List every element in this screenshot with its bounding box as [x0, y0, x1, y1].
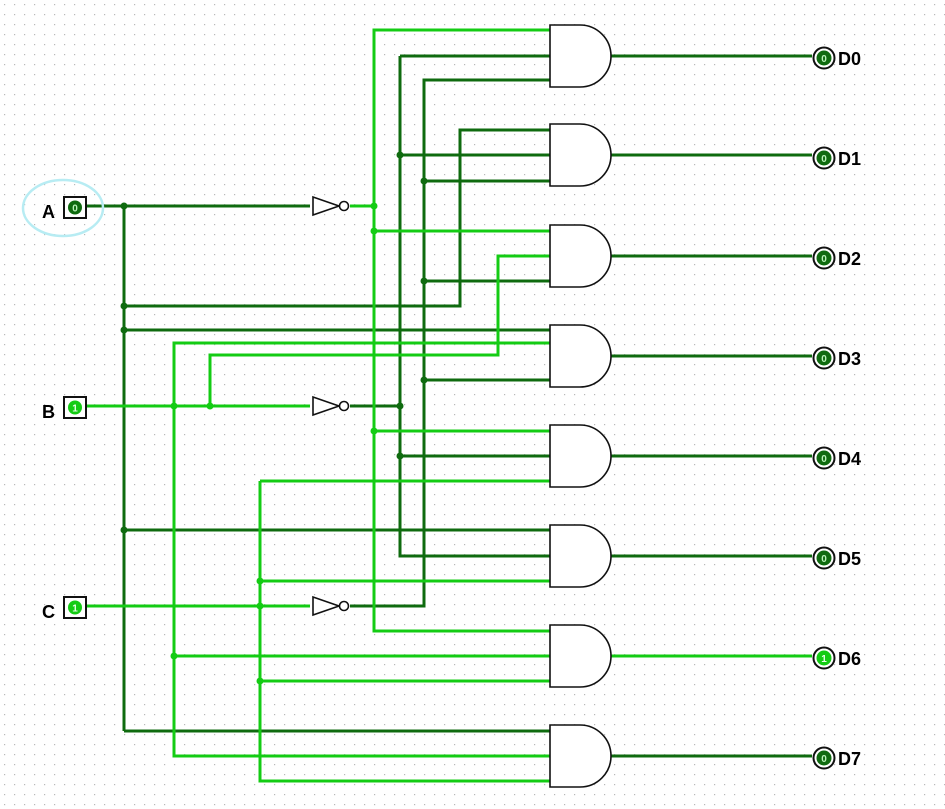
input-value-b: 1	[72, 404, 78, 415]
wire-b-g2	[208, 254, 550, 406]
output-pin-d4[interactable]: 0 D4	[812, 446, 862, 470]
not-gate-a[interactable]	[312, 195, 350, 217]
junction-dot	[420, 177, 428, 185]
output-label-d0: D0	[838, 49, 861, 69]
output-value-d7: 0	[821, 754, 827, 765]
junction-dot	[420, 376, 428, 384]
output-led-d3	[816, 350, 832, 366]
junction-dot	[420, 277, 428, 285]
output-label-d5: D5	[838, 549, 861, 569]
output-pin-d7[interactable]: 0 D7	[812, 746, 862, 770]
input-led-a	[68, 200, 82, 215]
and-gate-6[interactable]	[549, 624, 612, 688]
output-label-d7: D7	[838, 749, 861, 769]
not-gate-c[interactable]	[312, 595, 350, 617]
junction-dot	[256, 602, 264, 610]
input-label-a: A	[42, 202, 55, 222]
output-label-d2: D2	[838, 249, 861, 269]
output-led-d0	[816, 50, 832, 66]
input-pin-a[interactable]: A 0	[42, 196, 87, 222]
junction-dot	[396, 402, 404, 410]
and-gate-1[interactable]	[549, 123, 612, 187]
output-value-d0: 0	[821, 54, 827, 65]
and-gates	[549, 24, 612, 788]
input-label-c: C	[42, 602, 55, 622]
output-value-d1: 0	[821, 154, 827, 165]
not-gate-b[interactable]	[312, 395, 350, 417]
wire-nota	[350, 28, 550, 208]
junction-dot	[370, 227, 378, 235]
output-pin-d5[interactable]: 0 D5	[812, 546, 862, 570]
output-label-d6: D6	[838, 649, 861, 669]
junction-dot	[256, 677, 264, 685]
output-pin-d6[interactable]: 1 D6	[812, 646, 862, 670]
and-gate-7[interactable]	[549, 724, 612, 788]
input-value-a: 0	[72, 204, 78, 215]
output-value-d5: 0	[821, 554, 827, 565]
junction-dot	[396, 151, 404, 159]
output-pin-d1[interactable]: 0 D1	[812, 146, 862, 170]
junction-dot	[396, 452, 404, 460]
and-gate-5[interactable]	[549, 524, 612, 588]
junction-dot	[120, 202, 128, 210]
output-label-d1: D1	[838, 149, 861, 169]
output-value-d3: 0	[821, 354, 827, 365]
junction-dots	[120, 151, 428, 685]
and-gate-2[interactable]	[549, 224, 612, 288]
output-value-d2: 0	[821, 254, 827, 265]
input-pin-c[interactable]: C 1	[42, 596, 87, 622]
junction-dot	[206, 402, 214, 410]
input-pin-b[interactable]: B 1	[42, 396, 87, 422]
output-pin-d3[interactable]: 0 D3	[812, 346, 862, 370]
wire-a-to-g1	[124, 128, 550, 308]
output-value-d6: 1	[821, 654, 827, 665]
output-label-d4: D4	[838, 449, 861, 469]
junction-dot	[370, 202, 378, 210]
junction-dot	[170, 402, 178, 410]
wires-low	[86, 54, 812, 758]
output-led-d7	[816, 750, 832, 766]
output-led-d6	[816, 650, 832, 666]
junction-dot	[120, 526, 128, 534]
output-led-d2	[816, 250, 832, 266]
output-pin-d2[interactable]: 0 D2	[812, 246, 862, 270]
output-led-d1	[816, 150, 832, 166]
wire-b-g3	[172, 341, 550, 406]
input-led-b	[68, 400, 82, 415]
input-value-c: 1	[72, 604, 78, 615]
input-led-c	[68, 600, 82, 615]
and-gate-4[interactable]	[549, 424, 612, 488]
selection-ring	[21, 178, 105, 238]
and-gate-0[interactable]	[549, 24, 612, 88]
junction-dot	[256, 577, 264, 585]
input-label-b: B	[42, 402, 55, 422]
output-pin-d0[interactable]: 0 D0	[812, 46, 862, 70]
wire-b-down	[172, 406, 550, 758]
output-led-d5	[816, 550, 832, 566]
junction-dot	[120, 326, 128, 334]
junction-dot	[170, 652, 178, 660]
wire-nota-down	[372, 206, 550, 633]
wires-high	[86, 28, 812, 783]
not-gates	[312, 195, 350, 617]
junction-dot	[370, 427, 378, 435]
junction-dot	[120, 302, 128, 310]
output-value-d4: 0	[821, 454, 827, 465]
and-gate-3[interactable]	[549, 324, 612, 388]
output-led-d4	[816, 450, 832, 466]
output-label-d3: D3	[838, 349, 861, 369]
